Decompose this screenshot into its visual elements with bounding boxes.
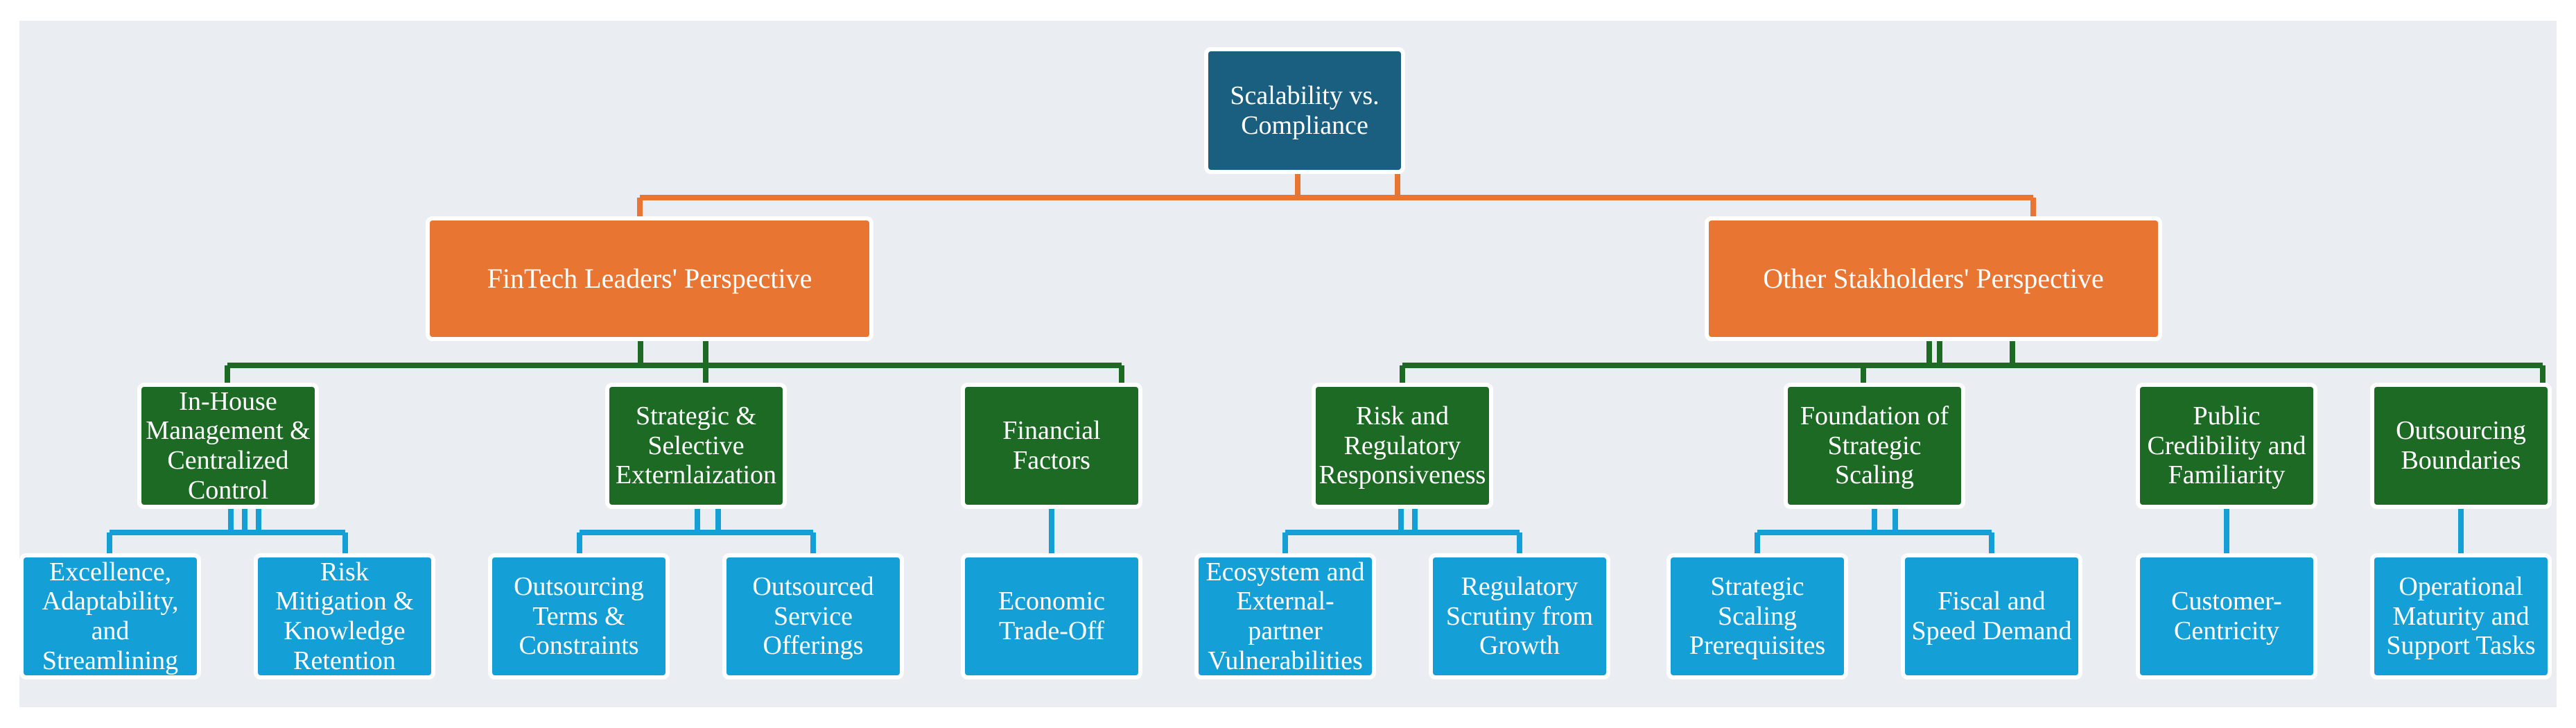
- root-label: Scalability vs. Compliance: [1230, 80, 1380, 140]
- subtheme-label: Ecosystem and External-partner Vulnerabi…: [1206, 557, 1365, 675]
- theme-risk-regulatory: Risk and Regulatory Responsiveness: [1312, 383, 1493, 509]
- subtheme-label: Strategic Scaling Prerequisites: [1689, 572, 1826, 661]
- subtheme-regulatory-scrutiny: Regulatory Scrutiny from Growth: [1429, 553, 1610, 679]
- diagram-canvas: Scalability vs. Compliance FinTech Leade…: [19, 21, 2557, 707]
- subtheme-ecosystem-vulnerabilities: Ecosystem and External-partner Vulnerabi…: [1194, 553, 1376, 679]
- perspective-label: Other Stakholders' Perspective: [1763, 262, 2104, 294]
- subtheme-excellence-adaptability: Excellence, Adaptability, and Streamlini…: [19, 553, 201, 679]
- subtheme-label: Risk Mitigation & Knowledge Retention: [275, 557, 414, 675]
- subtheme-strategic-scaling-prerequisites: Strategic Scaling Prerequisites: [1666, 553, 1848, 679]
- theme-label: Financial Factors: [1002, 416, 1101, 475]
- theme-public-credibility: Public Credibility and Familiarity: [2136, 383, 2317, 509]
- theme-label: Public Credibility and Familiarity: [2147, 401, 2306, 490]
- theme-label: Foundation of Strategic Scaling: [1800, 401, 1949, 490]
- subtheme-economic-trade-off: Economic Trade-Off: [961, 553, 1142, 679]
- subtheme-risk-mitigation: Risk Mitigation & Knowledge Retention: [254, 553, 435, 679]
- theme-outsourcing-boundaries: Outsourcing Boundaries: [2370, 383, 2552, 509]
- theme-label: Outsourcing Boundaries: [2396, 416, 2526, 475]
- theme-label: Strategic & Selective Externlaization: [615, 401, 777, 490]
- subtheme-label: Operational Maturity and Support Tasks: [2386, 572, 2536, 661]
- subtheme-label: Customer-Centricity: [2171, 587, 2282, 645]
- subtheme-label: Regulatory Scrutiny from Growth: [1445, 572, 1594, 661]
- subtheme-label: Outsourced Service Offerings: [752, 572, 874, 661]
- subtheme-label: Economic Trade-Off: [998, 587, 1106, 645]
- perspective-other-stakeholders: Other Stakholders' Perspective: [1705, 216, 2162, 341]
- theme-strategic-externalization: Strategic & Selective Externlaization: [605, 383, 787, 509]
- subtheme-fiscal-speed-demand: Fiscal and Speed Demand: [1901, 553, 2082, 679]
- subtheme-customer-centricity: Customer-Centricity: [2136, 553, 2317, 679]
- subtheme-outsourced-service-offerings: Outsourced Service Offerings: [722, 553, 904, 679]
- theme-label: In-House Management & Centralized Contro…: [146, 386, 311, 505]
- subtheme-label: Excellence, Adaptability, and Streamlini…: [42, 557, 179, 675]
- subtheme-operational-maturity: Operational Maturity and Support Tasks: [2370, 553, 2552, 679]
- perspective-fintech-leaders: FinTech Leaders' Perspective: [426, 216, 873, 341]
- perspective-label: FinTech Leaders' Perspective: [487, 262, 812, 294]
- connector-lines: [107, 174, 2545, 553]
- theme-financial-factors: Financial Factors: [961, 383, 1142, 509]
- theme-label: Risk and Regulatory Responsiveness: [1319, 401, 1486, 490]
- subtheme-label: Fiscal and Speed Demand: [1911, 587, 2072, 645]
- theme-in-house-management: In-House Management & Centralized Contro…: [137, 383, 319, 509]
- root-node: Scalability vs. Compliance: [1204, 47, 1405, 174]
- subtheme-label: Outsourcing Terms & Constraints: [514, 572, 644, 661]
- subtheme-outsourcing-terms: Outsourcing Terms & Constraints: [488, 553, 670, 679]
- theme-foundation-strategic-scaling: Foundation of Strategic Scaling: [1784, 383, 1965, 509]
